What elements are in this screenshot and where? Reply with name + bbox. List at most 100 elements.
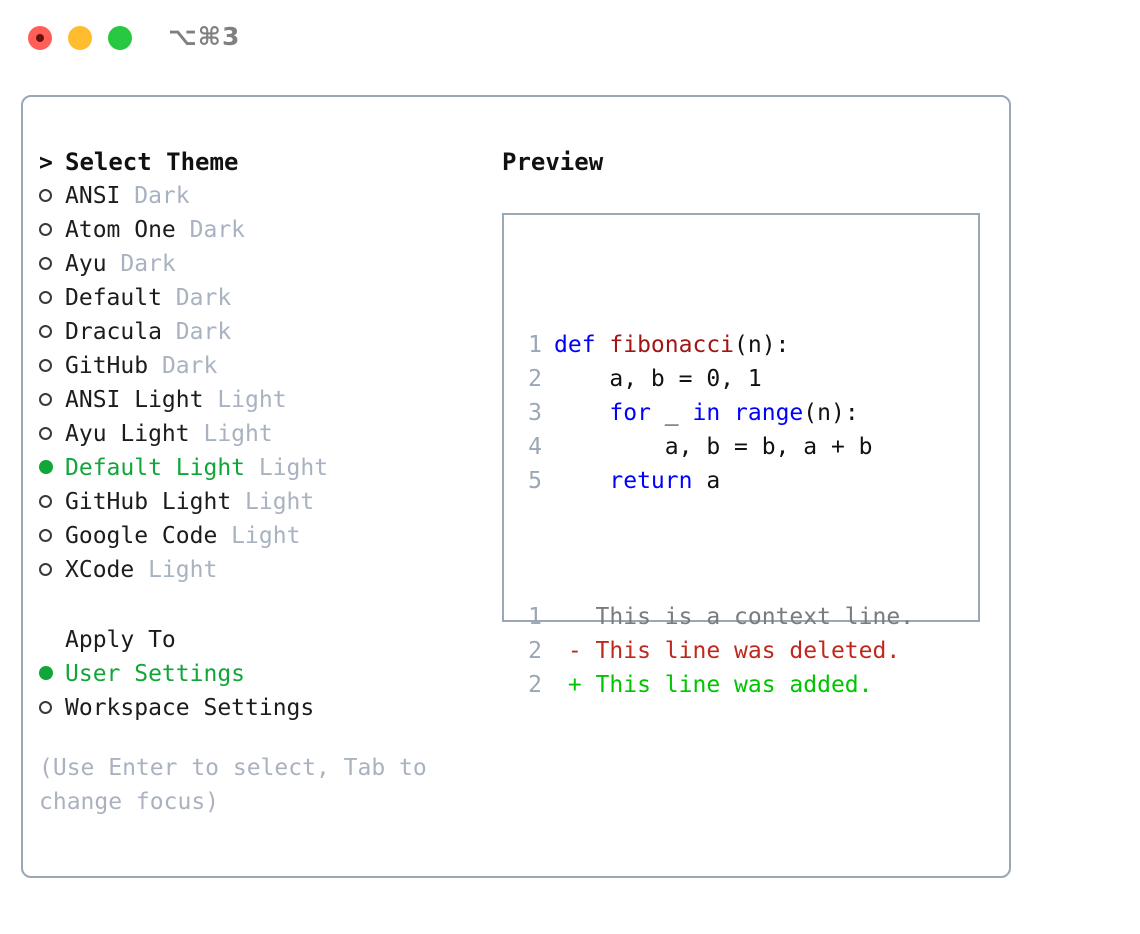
theme-option-default-light[interactable]: Default Light Light [39,451,479,485]
theme-option-github[interactable]: GitHub Dark [39,349,479,383]
theme-option-variant: Light [217,523,301,549]
diff-text: This is a context line. [595,604,915,630]
line-number: 4 [528,434,542,460]
theme-option-label: XCode [65,557,135,583]
radio-empty-icon [39,519,65,553]
radio-empty-icon [39,213,65,247]
radio-empty-icon [39,417,65,451]
theme-option-dracula[interactable]: Dracula Dark [39,315,479,349]
diff-line: 2 - This line was deleted. [516,634,914,668]
apply-to-option-user-settings[interactable]: User Settings [39,657,479,691]
radio-empty-icon [39,247,65,281]
theme-option-github-light[interactable]: GitHub Light Light [39,485,479,519]
theme-option-label: GitHub Light [65,489,232,515]
line-number: 3 [528,400,542,426]
code-line: 1 def fibonacci(n): [516,328,914,362]
code-token [554,468,609,494]
code-token: (n): [734,332,790,358]
select-theme-heading: > Select Theme [39,145,479,179]
code-line: 4 a, b = b, a + b [516,430,914,464]
diff-text: This line was deleted. [595,638,901,664]
window-controls [28,26,132,50]
theme-option-xcode[interactable]: XCode Light [39,553,479,587]
theme-option-label: Default Light [65,455,246,481]
code-token [720,400,734,426]
code-line: 5 return a [516,464,914,498]
title-bar: ⌥⌘3 [0,0,1140,78]
diff-line: 1 This is a context line. [516,600,914,634]
theme-option-label: ANSI Light [65,387,204,413]
radio-selected-icon [39,451,65,485]
code-token: return [609,468,693,494]
code-token: range [734,400,804,426]
theme-option-variant: Dark [161,319,232,345]
theme-option-ayu-light[interactable]: Ayu Light Light [39,417,479,451]
code-token: for [609,400,651,426]
code-token: fibonacci [609,332,735,358]
theme-option-variant: Light [203,387,287,413]
code-token: def [554,332,610,358]
theme-option-label: Google Code [65,523,218,549]
theme-option-google-code[interactable]: Google Code Light [39,519,479,553]
theme-option-variant: Light [134,557,218,583]
code-token: in [692,400,721,426]
theme-option-variant: Light [189,421,273,447]
theme-option-variant: Light [245,455,329,481]
theme-option-variant: Dark [148,353,218,379]
line-number: 1 [528,332,542,358]
line-number: 2 [528,672,542,698]
code-line: 2 a, b = 0, 1 [516,362,914,396]
theme-option-default[interactable]: Default Dark [39,281,479,315]
apply-to-option-workspace-settings[interactable]: Workspace Settings [39,691,479,725]
line-number: 1 [528,604,542,630]
theme-option-label: GitHub [65,353,149,379]
page-title: Select Theme [65,148,239,176]
theme-option-variant: Dark [175,217,246,243]
line-number: 5 [528,468,542,494]
radio-empty-icon [39,485,65,519]
minimize-button[interactable] [68,26,92,50]
diff-sign: - [554,638,596,664]
radio-empty-icon [39,553,65,587]
radio-empty-icon [39,383,65,417]
theme-option-label: Atom One [65,217,176,243]
theme-option-label: Ayu Light [65,421,190,447]
theme-option-ansi[interactable]: ANSI Dark [39,179,479,213]
code-token: a, b = 0, 1 [554,366,762,392]
radio-empty-icon [39,349,65,383]
theme-option-ansi-light[interactable]: ANSI Light Light [39,383,479,417]
apply-to-section-title: Apply To [65,627,176,653]
theme-option-ayu[interactable]: Ayu Dark [39,247,479,281]
code-token [554,400,609,426]
radio-empty-icon [39,691,65,725]
diff-sign: + [554,672,596,698]
radio-empty-icon [39,179,65,213]
prompt-caret-icon: > [39,150,53,176]
radio-selected-icon [39,657,65,691]
apply-to-option-label: User Settings [65,661,246,687]
apply-to-option-label: Workspace Settings [65,695,315,721]
line-number: 2 [528,366,542,392]
theme-option-label: Ayu [65,251,107,277]
theme-option-label: Dracula [65,319,162,345]
radio-empty-icon [39,281,65,315]
theme-option-atom-one[interactable]: Atom One Dark [39,213,479,247]
theme-option-variant: Light [231,489,315,515]
theme-option-variant: Dark [161,285,232,311]
code-line: 3 for _ in range(n): [516,396,914,430]
close-button[interactable] [28,26,52,50]
theme-option-label: ANSI [65,183,121,209]
maximize-button[interactable] [108,26,132,50]
radio-empty-icon [39,315,65,349]
diff-lines: 1 This is a context line.2 - This line w… [516,600,914,702]
theme-option-variant: Dark [120,183,190,209]
